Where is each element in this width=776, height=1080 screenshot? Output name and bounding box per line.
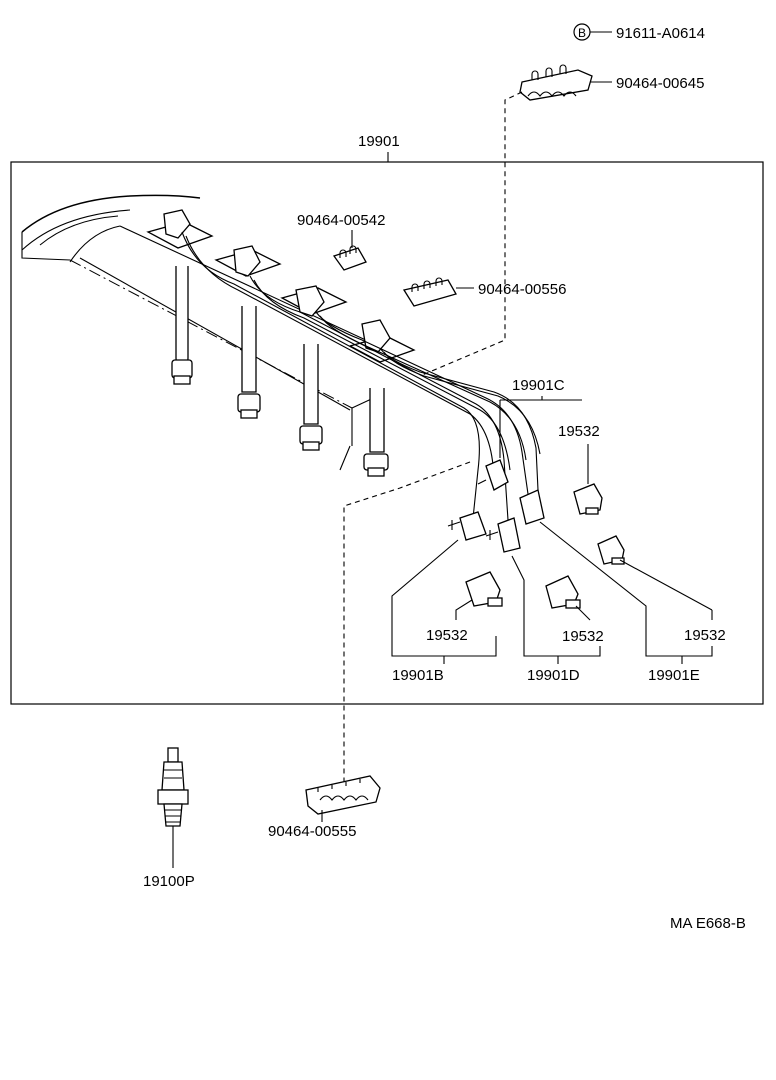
leader-boot-d <box>575 605 591 621</box>
label-clamp-b: 90464-00556 <box>478 281 566 298</box>
leader-boot-e <box>619 559 713 611</box>
coil-caps <box>163 209 391 353</box>
cord-set-frame <box>10 161 764 705</box>
wire-clamp-a-icon <box>332 245 367 271</box>
circle-b-marker: B <box>573 23 591 41</box>
label-cord-e: 19901E <box>648 667 700 684</box>
label-boot-d: 19532 <box>562 628 604 645</box>
label-boot-b: 19532 <box>426 627 468 644</box>
boot-d-icon <box>545 575 581 609</box>
label-clamp-top: 90464-00645 <box>616 75 704 92</box>
leader-boot-b <box>455 599 473 620</box>
boot-e-icon <box>597 535 625 565</box>
cable-bundle <box>181 231 541 529</box>
cord-end-b <box>447 511 487 541</box>
label-cord-set: 19901 <box>358 133 400 150</box>
cord-end-e <box>519 489 545 525</box>
bracket-cord-d <box>511 555 601 657</box>
dashed-leader-top-clamp <box>419 91 523 377</box>
label-cord-d: 19901D <box>527 667 580 684</box>
wire-clamp-b-icon <box>402 277 457 307</box>
cord-end-c <box>477 459 509 491</box>
plug-boot-1 <box>171 266 193 385</box>
plug-boot-4 <box>363 388 389 477</box>
label-clamp-bottom: 90464-00555 <box>268 823 356 840</box>
label-cord-c: 19901C <box>512 377 565 394</box>
plug-boot-2 <box>237 306 261 419</box>
diagram-code: MA E668-B <box>670 915 746 932</box>
dashed-leader-bottom-clamp <box>343 461 471 790</box>
wire-clamp-bottom-icon <box>305 775 381 815</box>
label-boot-e: 19532 <box>684 627 726 644</box>
plug-boot-3 <box>299 344 323 451</box>
bracket-cord-b <box>391 539 497 657</box>
label-boot-c: 19532 <box>558 423 600 440</box>
label-clamp-a: 90464-00542 <box>297 212 385 229</box>
cord-end-d <box>485 517 521 553</box>
bracket-cord-e <box>539 521 713 657</box>
spark-plug-icon <box>157 747 189 834</box>
bracket-cord-c <box>499 396 582 458</box>
boot-b-icon <box>465 571 503 607</box>
label-spark-plug: 19100P <box>143 873 195 890</box>
svg-text:B: B <box>578 26 586 40</box>
wire-clamp-top-icon <box>519 64 593 101</box>
label-cord-b: 19901B <box>392 667 444 684</box>
label-bolt: 91611-A0614 <box>616 25 705 42</box>
boot-c-icon <box>573 483 603 515</box>
